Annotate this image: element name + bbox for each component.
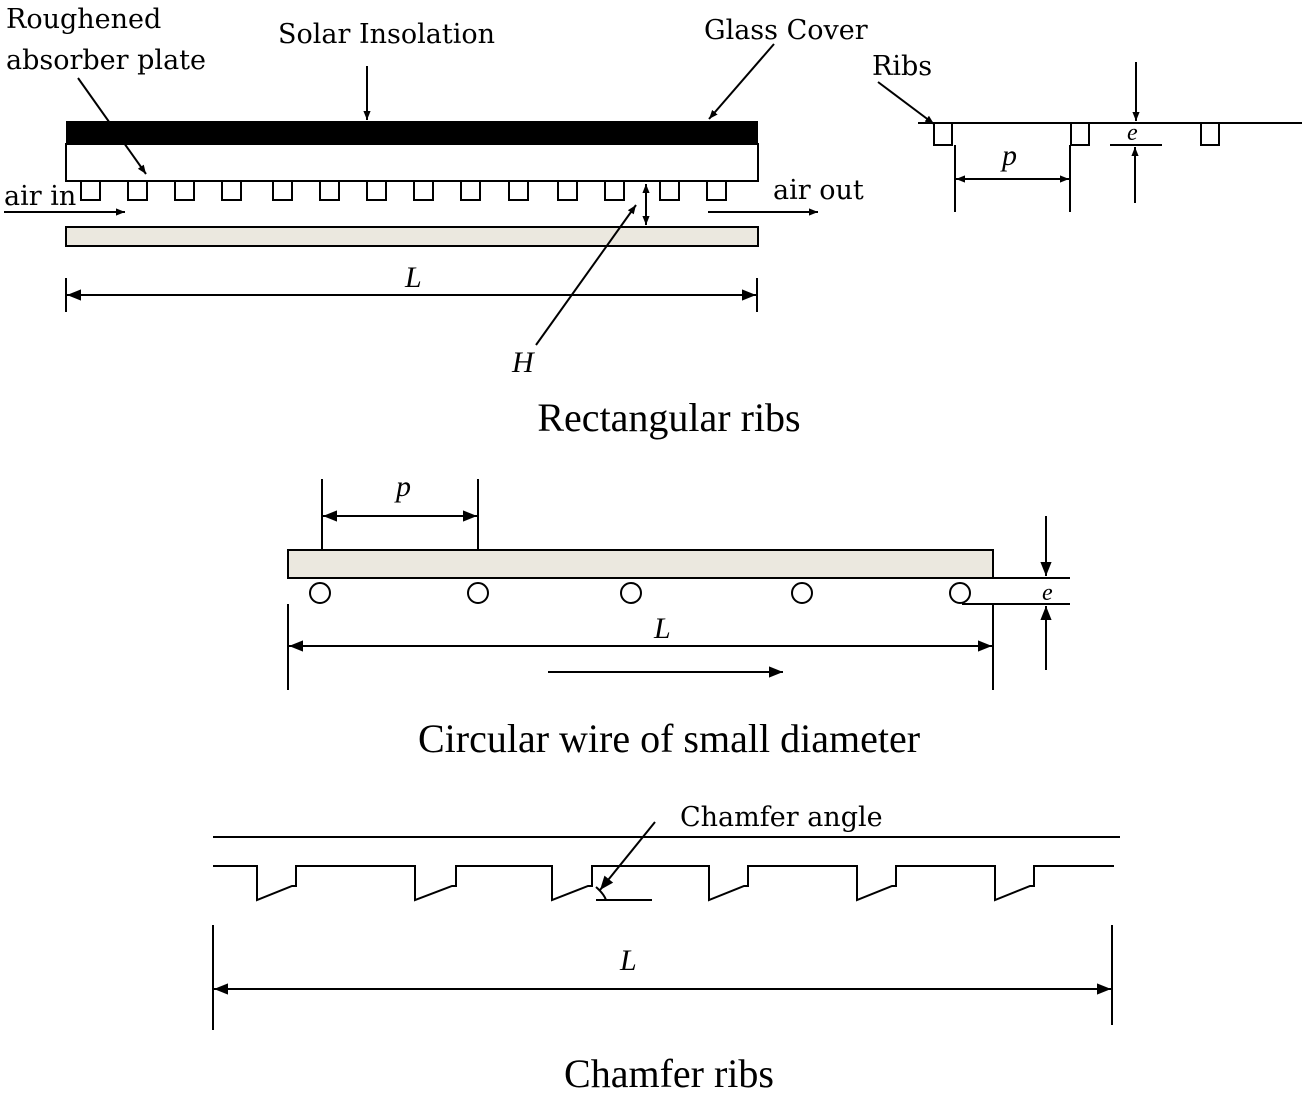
label-roughened-line2: absorber plate [6, 45, 206, 76]
absorber-rib-11 [557, 180, 578, 201]
circular-wire-1 [309, 582, 331, 604]
label-p-circ: p [394, 470, 411, 503]
absorber-rib-2 [127, 180, 148, 201]
absorber-rib-7 [366, 180, 387, 201]
chamfer-rib-profile [213, 865, 1114, 902]
circular-wire-3 [620, 582, 642, 604]
glass-cover-pointer-arrow [708, 43, 775, 120]
absorber-plate [65, 143, 759, 182]
label-h: H [511, 346, 536, 379]
caption-circular: Circular wire of small diameter [418, 716, 920, 761]
detail-rib-1 [933, 122, 953, 146]
circular-wire-4 [791, 582, 813, 604]
glass-cover [66, 121, 758, 144]
absorber-rib-5 [272, 180, 293, 201]
label-l-chamfer: L [619, 944, 637, 977]
label-e-circ: e [1042, 580, 1053, 606]
rib-detail: Ribs p e [872, 51, 1302, 212]
absorber-rib-8 [413, 180, 434, 201]
circular-plate [287, 549, 994, 579]
label-p-rect: p [1000, 139, 1017, 172]
label-l-circ: L [653, 612, 671, 645]
label-air-out: air out [773, 175, 864, 206]
ribs-pointer-arrow [877, 81, 935, 125]
circular-wire-2 [467, 582, 489, 604]
absorber-rib-13 [659, 180, 680, 201]
absorber-rib-1 [80, 180, 101, 201]
label-chamfer-angle: Chamfer angle [680, 802, 883, 833]
absorber-rib-6 [319, 180, 340, 201]
label-solar-insolation: Solar Insolation [278, 19, 495, 50]
absorber-ribs [80, 180, 727, 201]
label-l-rect: L [404, 261, 422, 294]
duct-bottom-plate [65, 226, 759, 247]
rectangular-ribs-section: Roughened absorber plate Solar Insolatio… [4, 4, 1302, 440]
chamfer-angle-pointer-arrow [599, 821, 656, 891]
absorber-rib-12 [604, 180, 625, 201]
h-pointer-line [535, 204, 637, 346]
absorber-rib-3 [174, 180, 195, 201]
absorber-rib-4 [221, 180, 242, 201]
label-roughened-line1: Roughened [6, 4, 161, 35]
caption-chamfer: Chamfer ribs [564, 1051, 774, 1093]
absorber-rib-9 [460, 180, 481, 201]
label-glass-cover: Glass Cover [704, 15, 868, 46]
chamfer-angle-arc [595, 886, 607, 901]
detail-rib-2 [1070, 122, 1090, 146]
label-air-in: air in [4, 181, 76, 212]
circular-wire-section: p e L Circular wire of small diameter [287, 470, 1070, 761]
caption-rectangular: Rectangular ribs [537, 395, 800, 440]
roughened-pointer-arrow [77, 77, 147, 175]
label-ribs: Ribs [872, 51, 932, 82]
absorber-rib-10 [508, 180, 529, 201]
absorber-rib-14 [706, 180, 727, 201]
circular-wires [309, 582, 971, 604]
chamfer-ribs-section: Chamfer angle L Chamfer ribs [212, 802, 1120, 1093]
detail-rib-3 [1200, 122, 1220, 146]
label-e-rect: e [1127, 120, 1138, 146]
circular-wire-5 [949, 582, 971, 604]
